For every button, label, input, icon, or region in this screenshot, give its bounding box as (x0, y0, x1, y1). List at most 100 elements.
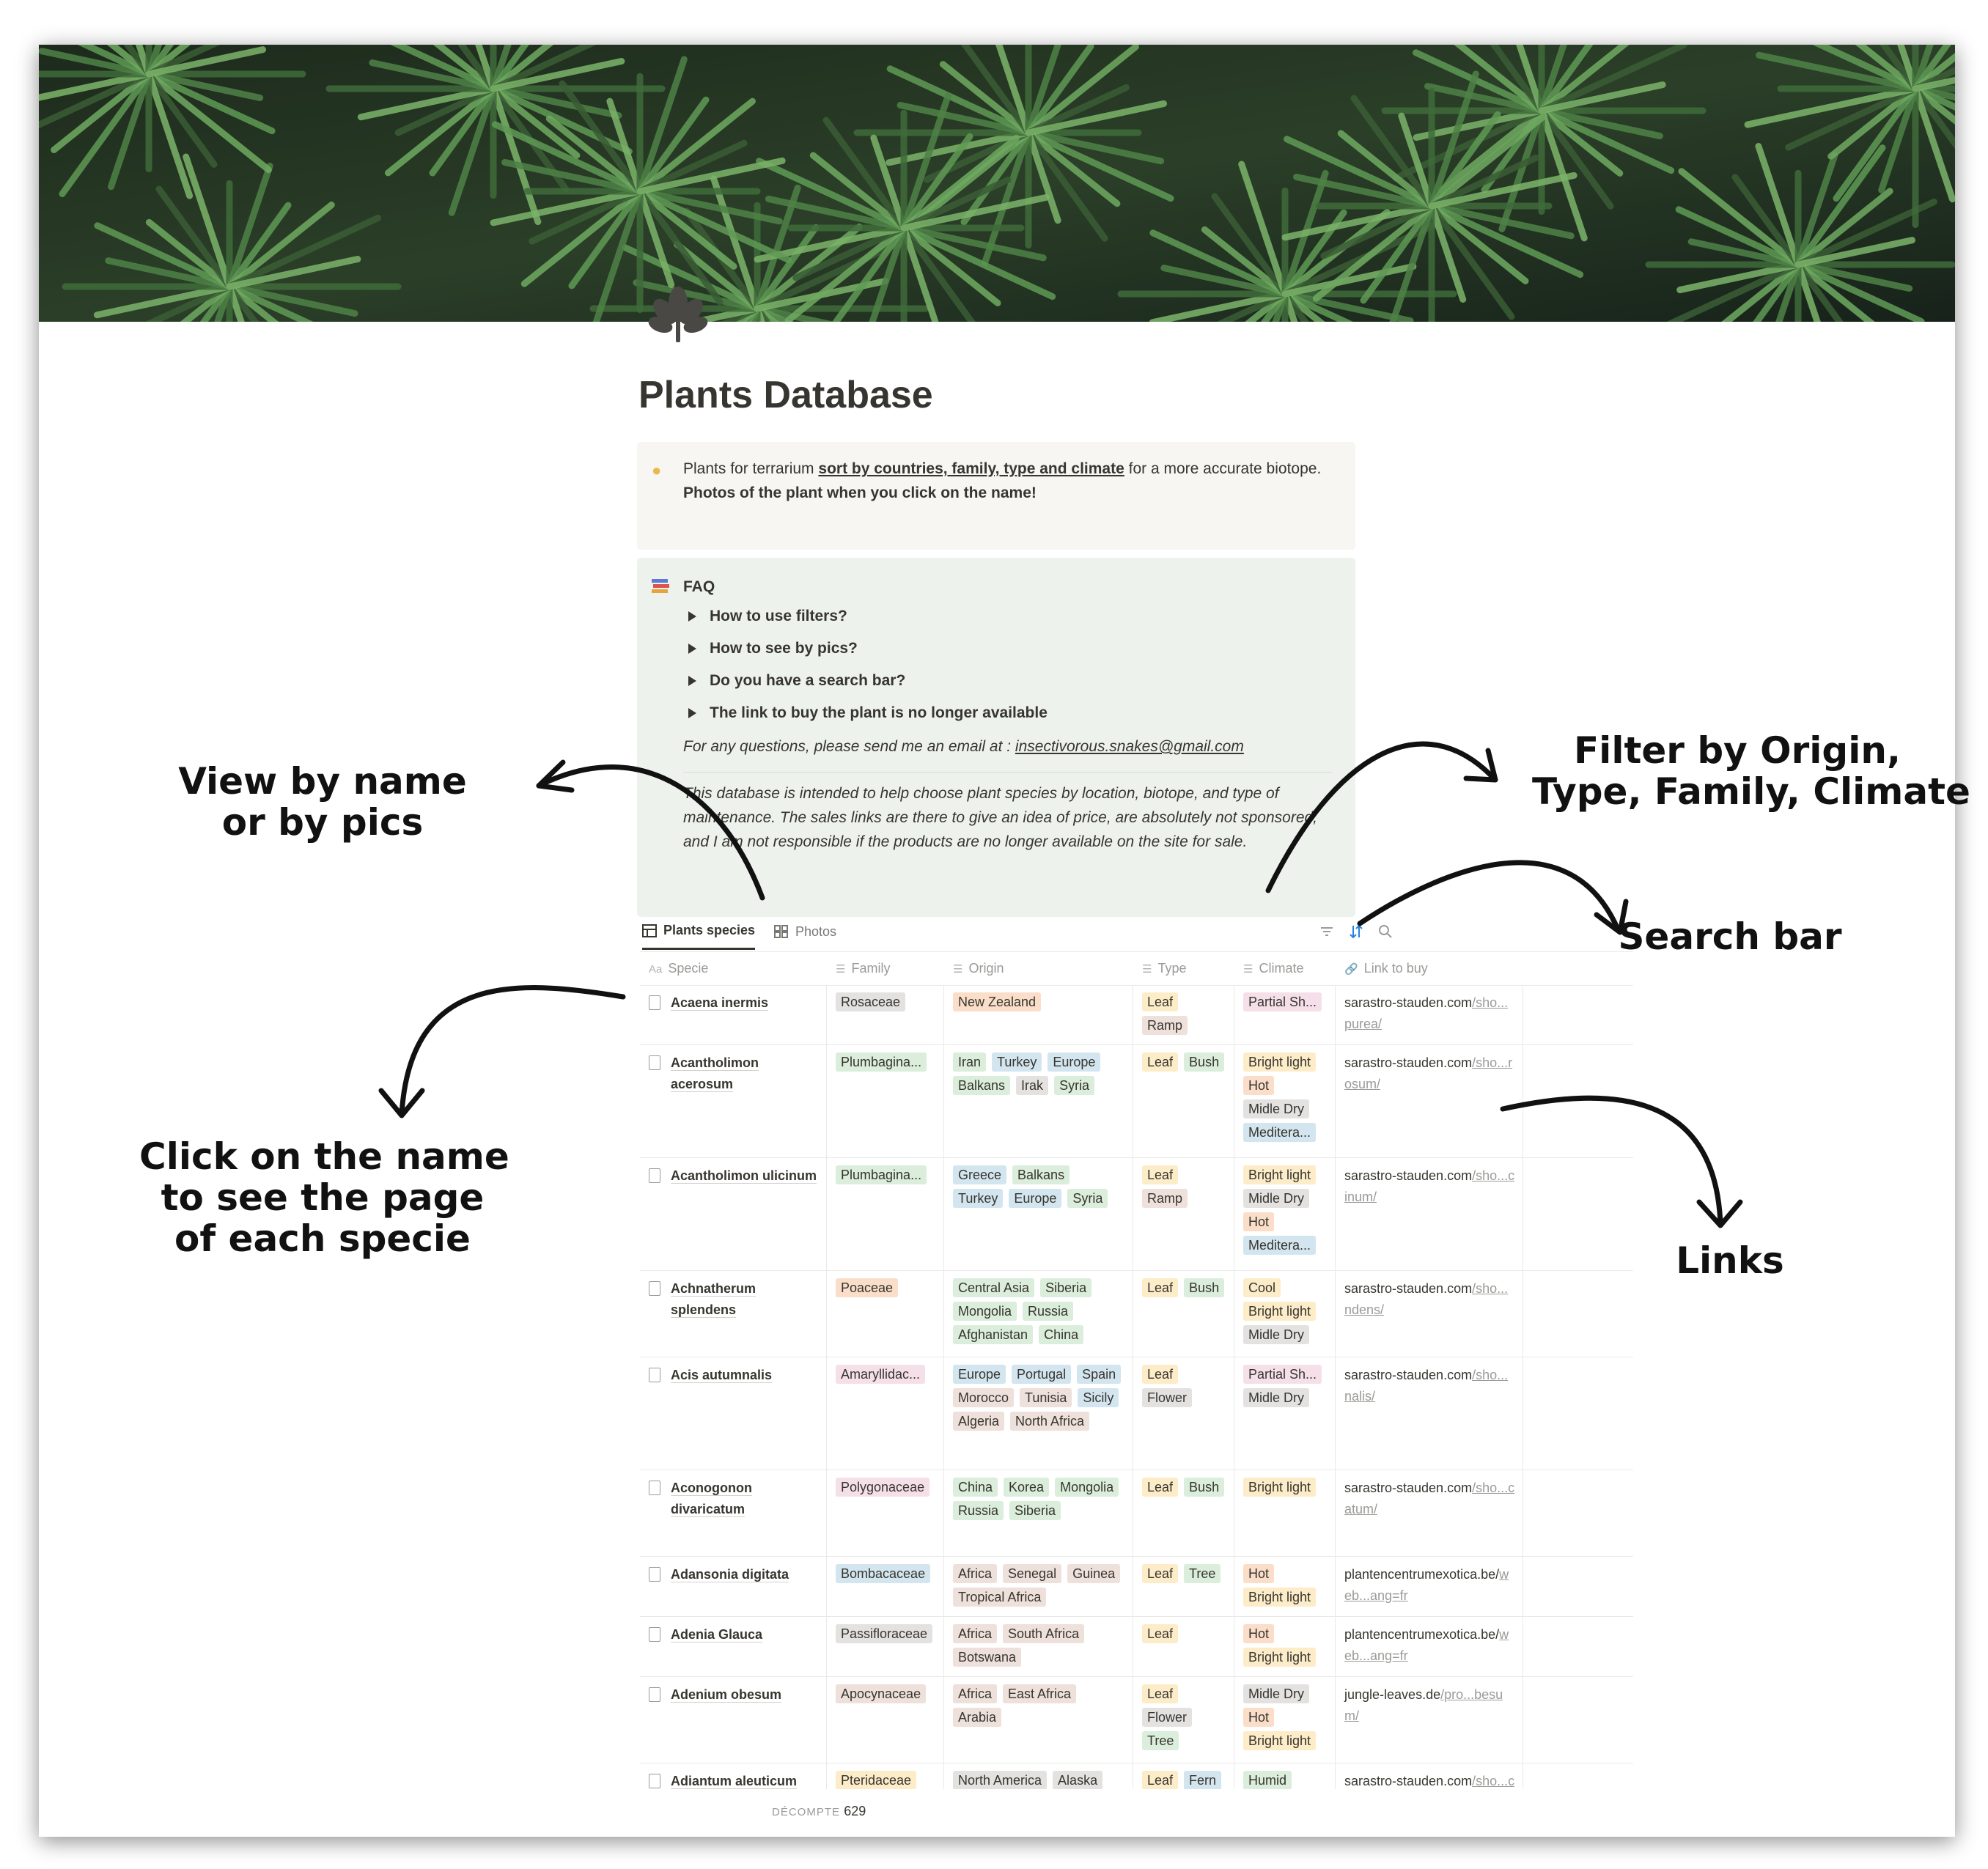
climate-cell[interactable]: Partial Sh... (1234, 985, 1336, 1044)
origin-tag[interactable]: Algeria (953, 1412, 1005, 1431)
type-cell[interactable]: Leaf Tree (1133, 1557, 1234, 1616)
family-tag[interactable]: Polygonaceae (836, 1478, 930, 1497)
climate-tag[interactable]: Partial Sh... (1243, 1365, 1322, 1384)
origin-tag[interactable]: Arabia (953, 1708, 1002, 1727)
link-domain[interactable]: jungle-leaves.de (1344, 1687, 1441, 1702)
link-path[interactable]: /pro...besum/ (1344, 1687, 1503, 1723)
filter-icon[interactable] (1319, 924, 1335, 940)
sort-icon[interactable] (1348, 924, 1364, 940)
column-header-label[interactable]: Origin (968, 961, 1004, 976)
origin-tag[interactable]: Botswana (953, 1648, 1022, 1667)
origin-tag[interactable]: China (1039, 1325, 1084, 1344)
email-link[interactable]: insectivorous.snakes@gmail.com (1015, 738, 1244, 755)
type-cell[interactable]: Leaf Fern (1133, 1763, 1234, 1789)
toggle-triangle-icon[interactable] (688, 644, 696, 655)
origin-tag[interactable]: Turkey (953, 1189, 1004, 1208)
family-cell[interactable]: Plumbagina... (827, 1158, 944, 1270)
specie-name-link[interactable]: Acaena inermis (649, 992, 819, 1014)
column-header-type[interactable]: ☰Type (1133, 952, 1234, 985)
climate-tag[interactable]: Hot (1243, 1564, 1275, 1583)
type-tag[interactable]: Leaf (1142, 1624, 1179, 1643)
family-tag[interactable]: Plumbagina... (836, 1165, 927, 1184)
origin-tag[interactable]: Siberia (1009, 1501, 1061, 1520)
climate-tag[interactable]: Midle Dry (1243, 1099, 1310, 1118)
climate-tag[interactable]: Bright light (1243, 1648, 1317, 1667)
type-cell[interactable]: Leaf (1133, 1617, 1234, 1676)
type-tag[interactable]: Leaf (1142, 1684, 1179, 1703)
faq-toggle-link[interactable]: The link to buy the plant is no longer a… (688, 704, 1048, 722)
specie-cell[interactable]: Adansonia digitata (640, 1557, 827, 1616)
specie-name[interactable]: Adenia Glauca (671, 1627, 763, 1643)
family-tag[interactable]: Plumbagina... (836, 1053, 927, 1072)
type-tag[interactable]: Ramp (1142, 1016, 1188, 1035)
climate-tag[interactable]: Hot (1243, 1212, 1275, 1231)
column-header-label[interactable]: Link to buy (1363, 961, 1428, 976)
link-cell[interactable]: plantencentrumexotica.be/web...ang=fr (1336, 1617, 1523, 1676)
link-cell[interactable]: sarastro-stauden.com/sho...purea/ (1336, 985, 1523, 1044)
specie-cell[interactable]: Acantholimon ulicinum (640, 1158, 827, 1270)
type-tag[interactable]: Flower (1142, 1708, 1193, 1727)
type-tag[interactable]: Leaf (1142, 1771, 1179, 1789)
family-tag[interactable]: Apocynaceae (836, 1684, 927, 1703)
origin-tag[interactable]: Korea (1004, 1478, 1050, 1497)
family-tag[interactable]: Poaceae (836, 1278, 899, 1297)
specie-cell[interactable]: Acis autumnalis (640, 1357, 827, 1470)
type-tag[interactable]: Tree (1184, 1564, 1221, 1583)
origin-tag[interactable]: Balkans (1012, 1165, 1070, 1184)
specie-name[interactable]: Adenium obesum (671, 1687, 782, 1703)
origin-tag[interactable]: Sicily (1078, 1388, 1119, 1407)
link-path[interactable]: /sho...rosum/ (1344, 1055, 1513, 1091)
column-header-climate[interactable]: ☰Climate (1234, 952, 1336, 985)
specie-name-link[interactable]: Aconogonon divaricatum (649, 1478, 819, 1520)
specie-name[interactable]: Acis autumnalis (671, 1368, 773, 1383)
type-tag[interactable]: Leaf (1142, 1053, 1179, 1072)
family-cell[interactable]: Bombacaceae (827, 1557, 944, 1616)
type-cell[interactable]: Leaf Bush (1133, 1045, 1234, 1157)
climate-tag[interactable]: Midle Dry (1243, 1189, 1310, 1208)
buy-link[interactable]: sarastro-stauden.com/sho...catum/ (1344, 1771, 1515, 1789)
toggle-triangle-icon[interactable] (688, 676, 696, 687)
origin-tag[interactable]: Russia (953, 1501, 1004, 1520)
origin-tag[interactable]: Europe (1009, 1189, 1062, 1208)
link-cell[interactable]: plantencentrumexotica.be/web...ang=fr (1336, 1557, 1523, 1616)
origin-tag[interactable]: Senegal (1003, 1564, 1062, 1583)
buy-link[interactable]: sarastro-stauden.com/sho...cinum/ (1344, 1165, 1515, 1208)
family-tag[interactable]: Bombacaceae (836, 1564, 931, 1583)
specie-name[interactable]: Acantholimon ulicinum (671, 1168, 817, 1184)
link-cell[interactable]: sarastro-stauden.com/sho...catum/ (1336, 1470, 1523, 1556)
specie-name[interactable]: Aconogonon divaricatum (671, 1481, 752, 1517)
specie-name[interactable]: Acantholimon acerosum (671, 1055, 759, 1092)
climate-tag[interactable]: Midle Dry (1243, 1325, 1310, 1344)
faq-toggle-pics[interactable]: How to see by pics? (688, 640, 858, 657)
link-path[interactable]: /sho...ndens/ (1344, 1281, 1509, 1317)
specie-cell[interactable]: Acaena inermis (640, 985, 827, 1044)
column-header-label[interactable]: Climate (1259, 961, 1304, 976)
family-cell[interactable]: Pteridaceae (827, 1763, 944, 1789)
type-tag[interactable]: Leaf (1142, 1165, 1179, 1184)
specie-name[interactable]: Adansonia digitata (671, 1567, 789, 1582)
type-tag[interactable]: Leaf (1142, 1564, 1179, 1583)
family-tag[interactable]: Rosaceae (836, 992, 906, 1011)
origin-tag[interactable]: Afghanistan (953, 1325, 1034, 1344)
origin-tag[interactable]: Irak (1016, 1076, 1049, 1095)
climate-tag[interactable]: Bright light (1243, 1478, 1317, 1497)
link-domain[interactable]: plantencentrumexotica.be/ (1344, 1627, 1500, 1642)
specie-name-link[interactable]: Adiantum aleuticum (649, 1771, 819, 1789)
type-tag[interactable]: Bush (1184, 1053, 1225, 1072)
link-path[interactable]: web...ang=fr (1344, 1567, 1509, 1603)
origin-tag[interactable]: Turkey (992, 1053, 1042, 1072)
specie-name[interactable]: Acaena inermis (671, 995, 769, 1011)
type-tag[interactable]: Fern (1184, 1771, 1222, 1789)
tab-photos[interactable]: Photos (774, 913, 836, 950)
